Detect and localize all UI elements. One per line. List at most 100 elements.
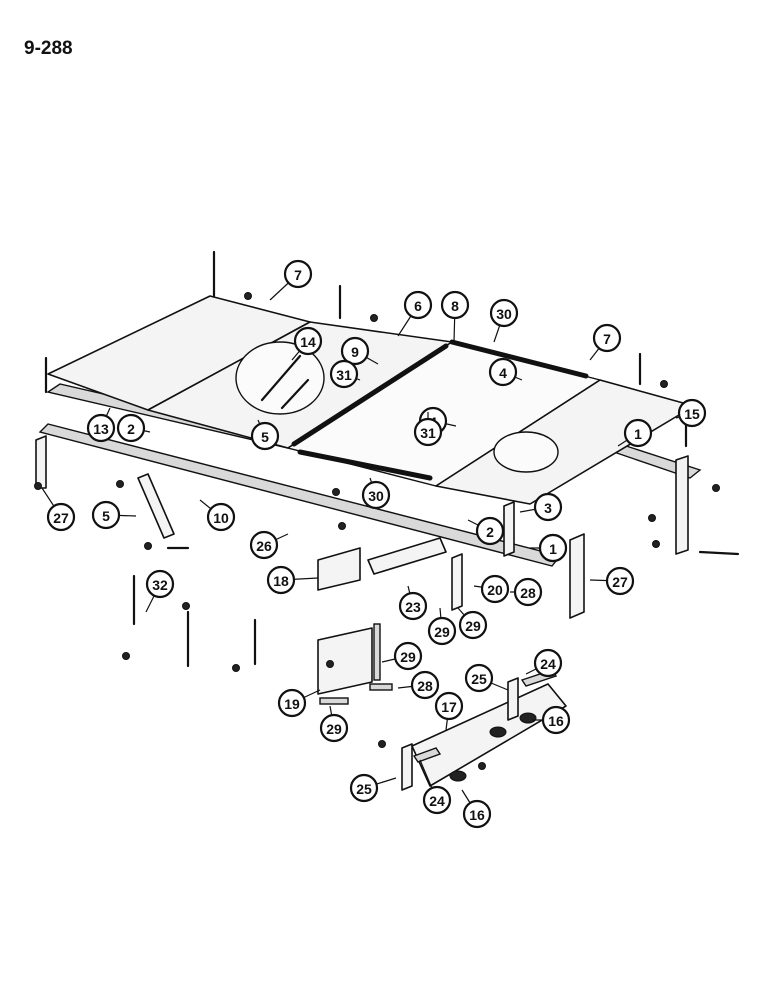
callout-circle	[592, 323, 622, 353]
callout-label: 27	[612, 574, 628, 590]
callout-circle	[475, 516, 505, 546]
callout-label: 5	[261, 429, 269, 445]
callout-circle	[340, 336, 370, 366]
hole-16-a	[519, 712, 537, 724]
callout-label: 1	[634, 426, 642, 442]
callout-label: 9	[351, 344, 359, 360]
callout-circle	[488, 357, 518, 387]
callout-6: 6	[397, 290, 433, 337]
hole-16-c	[449, 770, 467, 782]
callout-26: 26	[249, 530, 289, 560]
bracket-20	[451, 553, 463, 611]
callout-label: 8	[451, 298, 459, 314]
callout-label: 24	[429, 793, 445, 809]
callout-label: 32	[152, 577, 168, 593]
callout-circle	[422, 785, 452, 815]
callout-9: 9	[340, 336, 379, 366]
seal-strip-top	[449, 339, 589, 379]
callout-circle	[434, 691, 464, 721]
callout-circle	[464, 663, 494, 693]
callout-circle	[393, 641, 423, 671]
callout-circle	[677, 398, 707, 428]
callout-3: 3	[519, 492, 563, 522]
callout-10: 10	[199, 499, 236, 532]
callout-label: 27	[53, 510, 69, 526]
bracket-25-lower	[401, 743, 413, 791]
pad-28-box	[369, 683, 393, 691]
callout-28: 28	[510, 577, 543, 607]
callout-label: 20	[487, 582, 503, 598]
callout-31: 31	[329, 359, 361, 389]
callout-23: 23	[398, 585, 428, 621]
callout-label: 6	[414, 298, 422, 314]
callout-14: 14	[291, 326, 323, 361]
seal-strip-front	[297, 449, 433, 481]
callout-29: 29	[457, 607, 488, 640]
callout-20: 20	[473, 574, 510, 604]
seal-strip-left	[291, 343, 449, 447]
callout-label: 31	[336, 367, 352, 383]
callout-label: 30	[496, 306, 512, 322]
callout-label: 7	[294, 267, 302, 283]
hole-16-b	[489, 726, 507, 738]
callout-circle	[283, 259, 313, 289]
page-reference: 9-288	[24, 38, 73, 59]
callout-25: 25	[349, 773, 397, 803]
callout-16: 16	[461, 789, 492, 829]
callout-circle	[462, 799, 492, 829]
callout-29: 29	[427, 607, 457, 646]
support-leg-right-rear	[675, 455, 689, 555]
callout-label: 2	[127, 421, 135, 437]
callout-label: 30	[368, 488, 384, 504]
skid-plate	[411, 683, 567, 787]
callout-2: 2	[116, 413, 151, 443]
callout-circle	[533, 492, 563, 522]
callout-label: 13	[93, 421, 109, 437]
callout-13: 13	[86, 407, 116, 443]
callout-circle	[250, 421, 280, 451]
callout-label: 19	[284, 696, 300, 712]
callout-30: 30	[361, 477, 391, 510]
callout-layer: 7683071514931441132531127510303226118202…	[41, 259, 707, 829]
callout-circle	[266, 565, 296, 595]
callout-label: 24	[540, 656, 556, 672]
callout-label: 29	[400, 649, 416, 665]
callout-label: 26	[256, 538, 272, 554]
callout-label: 25	[356, 781, 372, 797]
callout-circle	[349, 773, 379, 803]
support-leg-5	[137, 473, 175, 539]
callout-25: 25	[464, 663, 509, 693]
callout-circle	[319, 713, 349, 743]
callout-circle	[458, 610, 488, 640]
callout-circle	[145, 569, 175, 599]
callout-7: 7	[269, 259, 313, 301]
callout-circle	[206, 502, 236, 532]
callout-circle	[329, 359, 359, 389]
callout-label: 4	[499, 365, 507, 381]
callout-circle	[533, 648, 563, 678]
callout-17: 17	[434, 691, 464, 731]
callout-label: 3	[544, 500, 552, 516]
callout-label: 23	[405, 599, 421, 615]
channel-18	[317, 547, 361, 591]
callout-label: 31	[420, 425, 436, 441]
callout-circle	[538, 533, 568, 563]
callout-label: 2	[486, 524, 494, 540]
pad-29-lower	[319, 697, 349, 705]
callout-circle	[86, 413, 116, 443]
callout-label: 5	[102, 508, 110, 524]
callout-circle	[605, 566, 635, 596]
callout-circle	[116, 413, 146, 443]
callout-circle	[410, 670, 440, 700]
callout-18: 18	[266, 565, 319, 595]
callout-32: 32	[145, 569, 175, 613]
drawing	[34, 250, 740, 791]
callout-4: 4	[488, 357, 523, 387]
callout-label: 10	[213, 510, 229, 526]
channel-23	[367, 537, 447, 575]
callout-label: 28	[520, 585, 536, 601]
callout-16: 16	[532, 705, 571, 735]
callout-5: 5	[91, 500, 137, 530]
bracket-24-lower	[412, 747, 442, 763]
